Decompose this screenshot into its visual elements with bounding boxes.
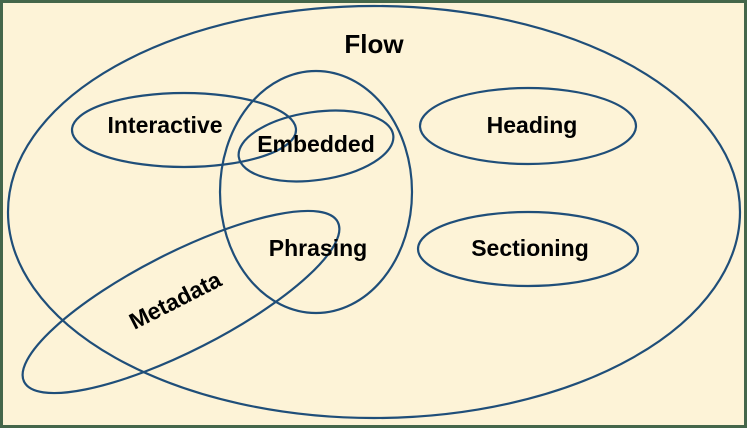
- set-label-phrasing: Phrasing: [269, 235, 367, 261]
- set-label-interactive: Interactive: [107, 112, 222, 138]
- set-ellipse-phrasing[interactable]: [220, 71, 412, 313]
- set-group-sectioning[interactable]: Sectioning: [418, 212, 638, 286]
- set-group-phrasing[interactable]: Phrasing: [220, 71, 412, 313]
- set-label-sectioning: Sectioning: [471, 235, 589, 261]
- set-ellipse-heading[interactable]: [420, 88, 636, 164]
- set-ellipse-embedded[interactable]: [234, 101, 398, 190]
- set-ellipse-interactive[interactable]: [72, 93, 296, 167]
- set-label-heading: Heading: [487, 112, 578, 138]
- set-label-embedded: Embedded: [257, 131, 375, 157]
- set-ellipse-sectioning[interactable]: [418, 212, 638, 286]
- set-group-heading[interactable]: Heading: [420, 88, 636, 164]
- set-ellipse-flow[interactable]: [8, 6, 740, 418]
- set-group-flow[interactable]: Flow: [8, 6, 740, 418]
- set-group-embedded[interactable]: Embedded: [234, 101, 398, 190]
- set-ellipse-metadata[interactable]: [2, 178, 360, 425]
- set-group-interactive[interactable]: Interactive: [72, 93, 296, 167]
- set-label-flow: Flow: [344, 29, 404, 59]
